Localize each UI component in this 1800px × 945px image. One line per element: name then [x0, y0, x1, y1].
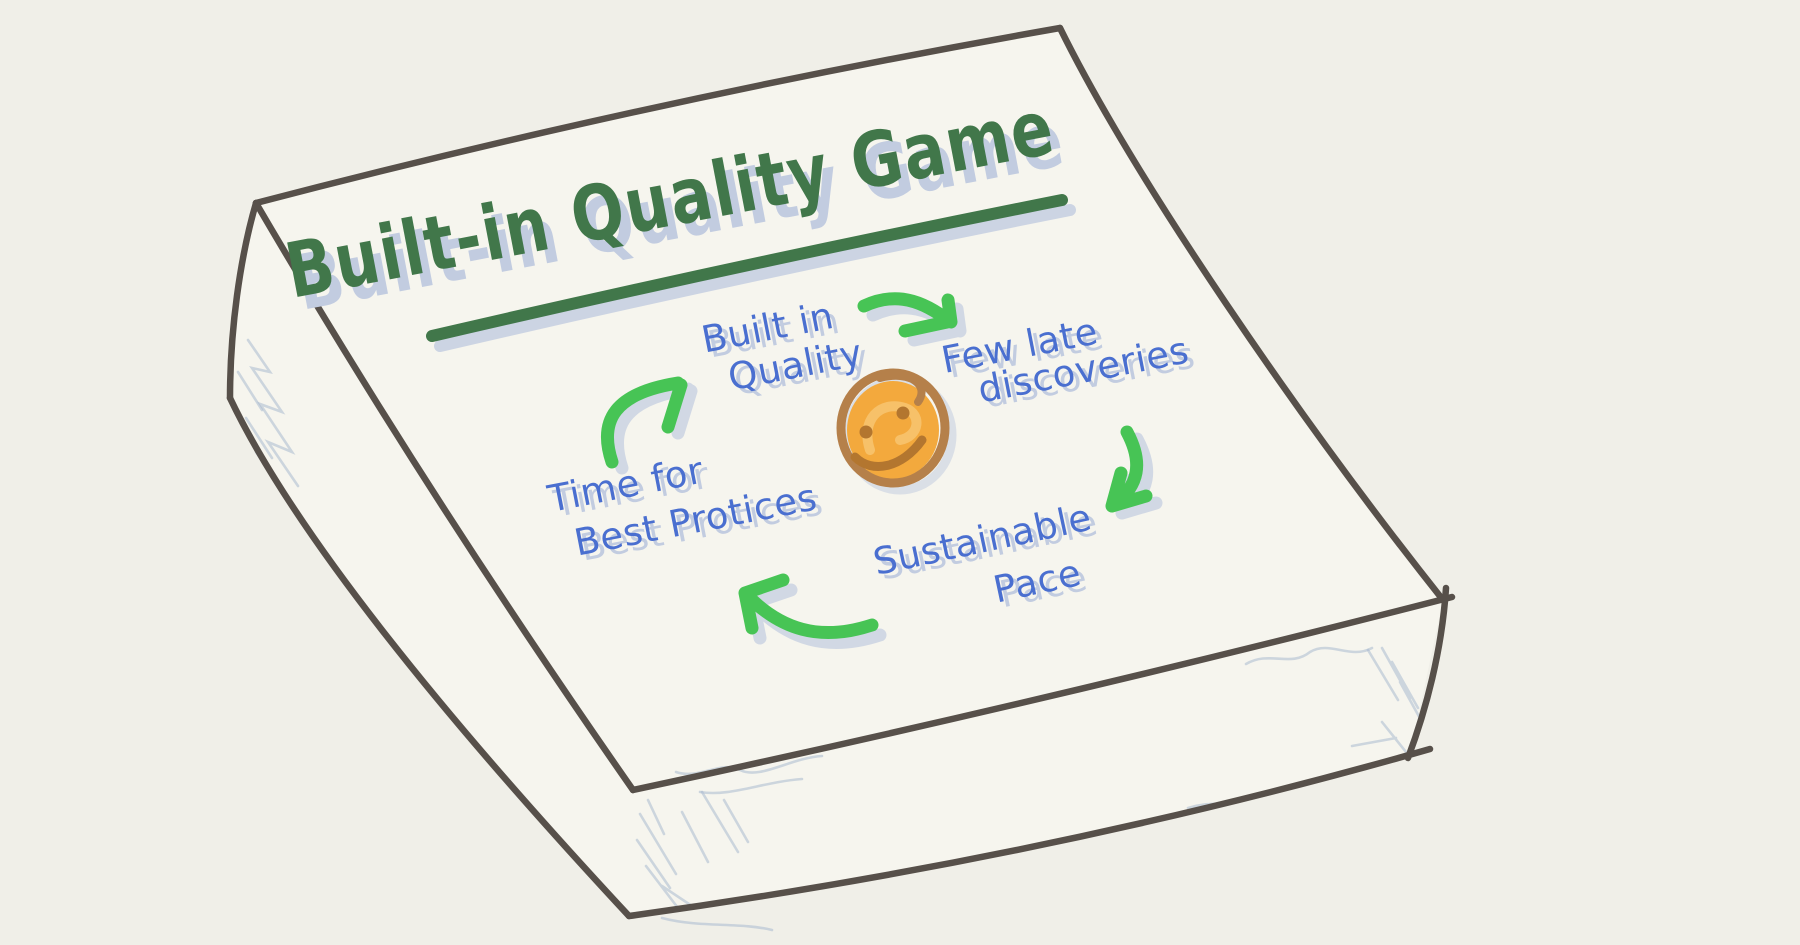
box-cover-left-edge	[252, 199, 637, 794]
pencil-shading-right-squiggle	[1244, 646, 1374, 666]
arrow-discoveries-to-pace	[1105, 425, 1153, 513]
smiley-face-icon	[836, 368, 957, 495]
box-front-bottom-edge	[625, 745, 1434, 920]
box-silhouette	[230, 28, 1443, 916]
smiley-top-swirl	[876, 371, 926, 406]
pencil-shading-left-face	[246, 338, 300, 488]
pencil-shading-right-corner	[1350, 646, 1424, 754]
arrow-time-to-quality	[601, 376, 688, 469]
arrow-pace-to-time	[738, 573, 879, 640]
box-right-side-edge	[1404, 584, 1450, 762]
box-left-side-edge	[226, 199, 260, 402]
box-outline	[226, 24, 1456, 920]
smiley-right-eye	[896, 406, 910, 420]
cycle-arrows	[601, 292, 1163, 650]
pencil-shading-front-left	[635, 790, 750, 910]
title-underline-shadow	[434, 204, 1076, 352]
pencil-shading	[236, 338, 1424, 932]
smiley-mouth	[850, 435, 927, 471]
arrow-quality-to-discoveries	[857, 292, 958, 338]
title-underline	[426, 194, 1068, 342]
label-built-in-quality: Built in Quality Built in Quality	[698, 294, 872, 404]
box-cover-bottom-edge	[629, 593, 1456, 794]
arrow-left-shadow	[611, 382, 698, 475]
box-right-edge	[1056, 24, 1447, 604]
box-top-edge	[252, 24, 1064, 207]
smiley-left-eye	[859, 425, 873, 439]
pencil-shading-front-mid-squiggle-2	[698, 777, 804, 795]
box-left-outer-edge	[226, 394, 633, 920]
